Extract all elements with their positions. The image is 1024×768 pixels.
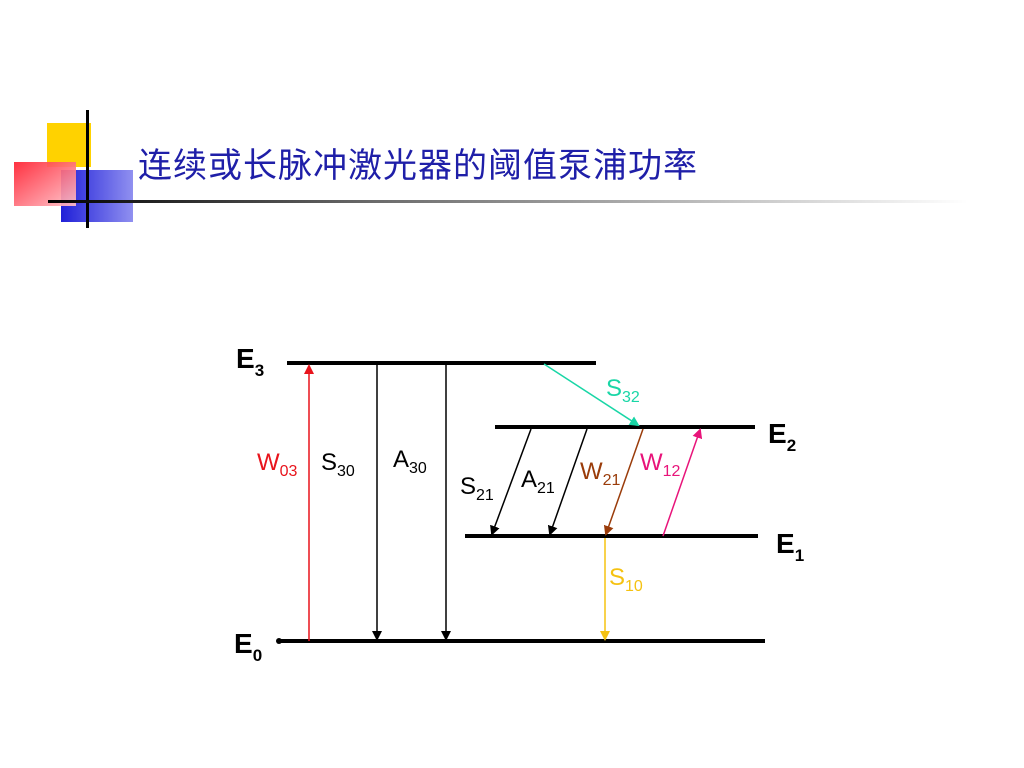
label-e1: E1: [776, 528, 804, 565]
label-e2: E2: [768, 418, 796, 455]
deco-red-square: [14, 162, 76, 206]
deco-horizontal-rule: [48, 200, 968, 203]
label-e3: E3: [236, 343, 264, 380]
label-w21: W21: [580, 458, 621, 489]
deco-yellow-square: [47, 123, 91, 167]
label-s32: S32: [606, 375, 640, 406]
label-w12: W12: [640, 449, 681, 480]
label-a30: A30: [393, 446, 427, 477]
arrow-a21: [547, 428, 588, 536]
arrow-s21: [490, 428, 532, 536]
arrow-w12: [662, 428, 703, 537]
arrow-w21: [603, 428, 644, 536]
label-a21: A21: [521, 466, 555, 497]
label-w03: W03: [257, 449, 298, 480]
label-s30: S30: [321, 449, 355, 480]
deco-vertical-bar: [86, 110, 89, 228]
label-s21: S21: [460, 473, 494, 504]
slide-title: 连续或长脉冲激光器的阈值泵浦功率: [138, 146, 698, 186]
arrow-s32: [543, 363, 640, 427]
level-e0-dot: [276, 638, 282, 644]
label-e0: E0: [234, 628, 262, 665]
label-s10: S10: [609, 564, 643, 595]
